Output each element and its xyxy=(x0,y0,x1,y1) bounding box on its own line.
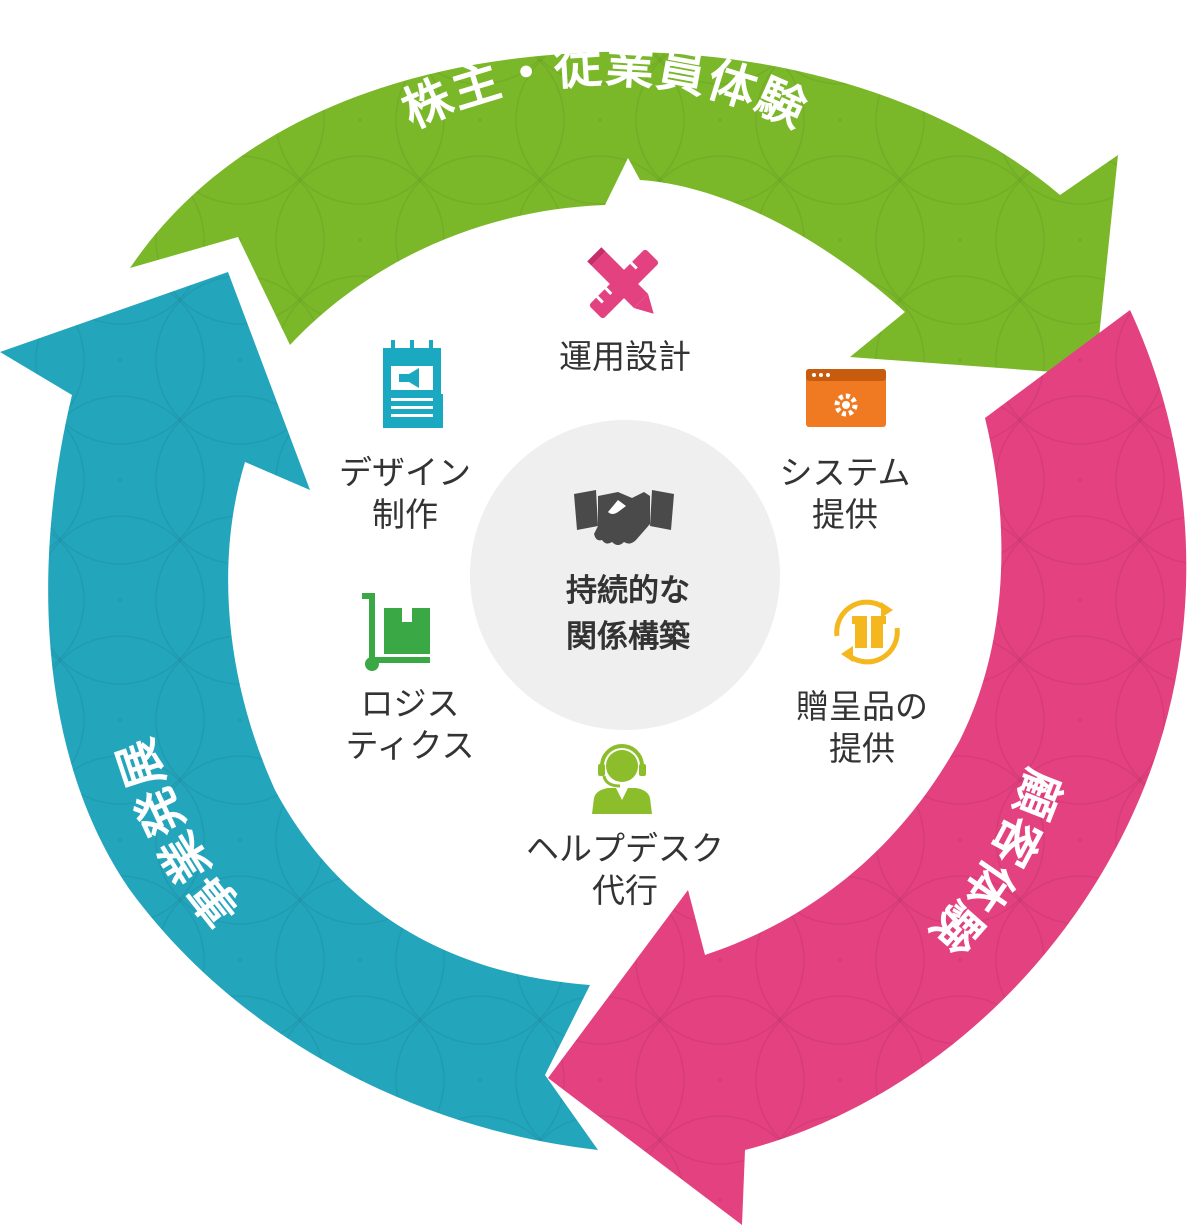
center-circle xyxy=(470,420,780,730)
hand-truck-box-icon xyxy=(362,593,430,671)
customer-experience-arrow xyxy=(548,310,1187,1225)
center-title: 持続的な 関係構築 xyxy=(566,573,690,655)
handshake-icon xyxy=(574,490,674,545)
shareholder-employee-experience-arrow xyxy=(130,51,1118,376)
business-development-arrow xyxy=(0,272,598,1150)
service-label-system-provision: システム 提供 xyxy=(779,453,911,534)
service-label-operation-design: 運用設計 xyxy=(559,337,691,376)
service-label-logistics: ロジス ティクス xyxy=(345,684,475,765)
service-label-design-production: デザイン 制作 xyxy=(339,453,471,534)
headset-operator-icon xyxy=(592,744,652,814)
notepad-megaphone-icon xyxy=(383,340,443,428)
gift-cycle-icon xyxy=(834,599,900,665)
pencil-ruler-icon xyxy=(587,247,659,319)
service-label-helpdesk-outsourcing: ヘルプデスク 代行 xyxy=(526,829,724,910)
browser-gear-icon xyxy=(806,369,886,427)
service-label-gift-provision: 贈呈品の 提供 xyxy=(796,687,928,768)
